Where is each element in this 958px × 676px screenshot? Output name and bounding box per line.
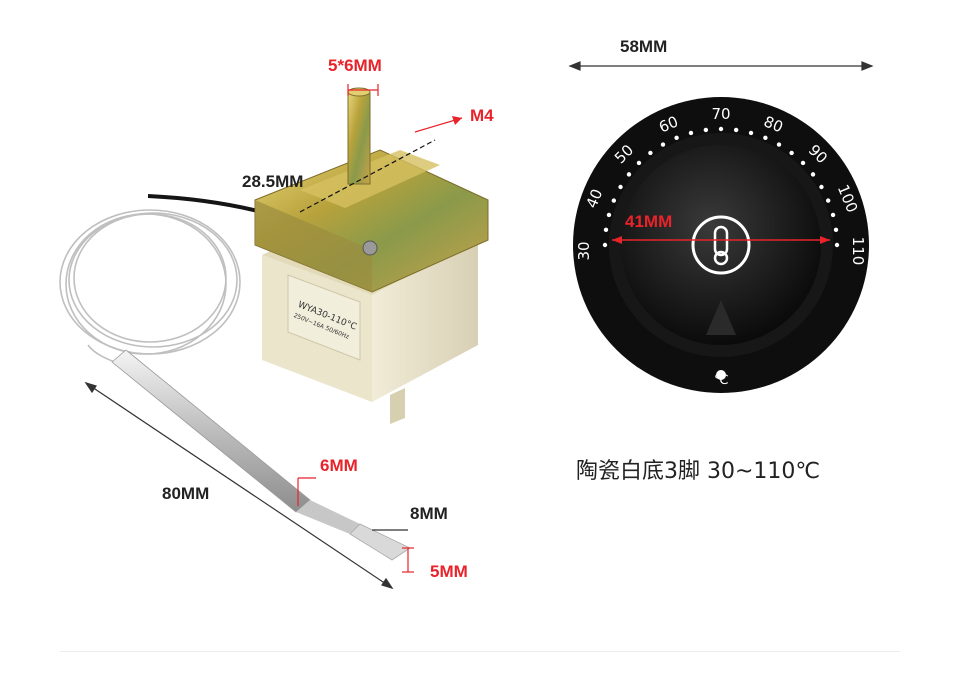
dial-dot [776, 142, 782, 147]
probe-diameter-label: 6MM [320, 456, 358, 475]
dial-dot [819, 184, 824, 190]
capillary-coil [59, 209, 241, 366]
shaft-size-label: 5*6MM [328, 56, 382, 75]
knob-width-label: 58MM [620, 37, 668, 56]
dimension-lines [84, 61, 874, 590]
probe-length-label: 80MM [162, 484, 210, 503]
sensor-probe [111, 349, 411, 561]
dial-unit: ℃ [714, 373, 729, 388]
dial-number: 70 [711, 105, 730, 123]
divider [60, 651, 900, 652]
dial-dot [748, 130, 754, 136]
dial-dot [830, 212, 836, 218]
dial-dot [688, 130, 694, 136]
screw-size-label: M4 [470, 106, 494, 125]
dial-number: 60 [656, 112, 681, 136]
knob-inner-label: 41MM [625, 212, 673, 231]
dial-dot [789, 150, 794, 156]
dial-dot [618, 184, 623, 190]
dial-number: 30 [575, 241, 593, 260]
dial-dot [603, 227, 609, 233]
dial-dot [648, 150, 653, 156]
dial-dot [800, 160, 806, 166]
dial-dot [674, 135, 679, 141]
dial-dot [718, 126, 724, 132]
tip-thickness-label: 5MM [430, 562, 468, 581]
dial-dot [810, 172, 816, 177]
dial-dot [606, 212, 612, 218]
dial-tick-dots [602, 126, 840, 248]
dial-dot [834, 242, 840, 248]
hole-spacing-label: 28.5MM [242, 172, 304, 191]
product-caption: 陶瓷白底3脚 30~110℃ [576, 459, 821, 484]
dial-dot [833, 227, 839, 233]
dial-dot [636, 160, 642, 166]
dial-dot [660, 142, 666, 147]
dial-dot [602, 242, 608, 248]
dial-number: 110 [849, 237, 867, 266]
dial-number: 40 [582, 186, 606, 211]
dial-dot [733, 127, 739, 133]
thermostat-body [254, 87, 489, 424]
dial-number: 80 [761, 112, 786, 136]
tip-width-label: 8MM [410, 504, 448, 523]
dial-dot [763, 135, 768, 141]
dial-dot [703, 127, 709, 133]
black-cable [147, 194, 263, 214]
dial-dot [611, 198, 617, 203]
dial-dot [825, 198, 831, 203]
dial-dot [626, 172, 632, 177]
temperature-knob [573, 97, 869, 393]
